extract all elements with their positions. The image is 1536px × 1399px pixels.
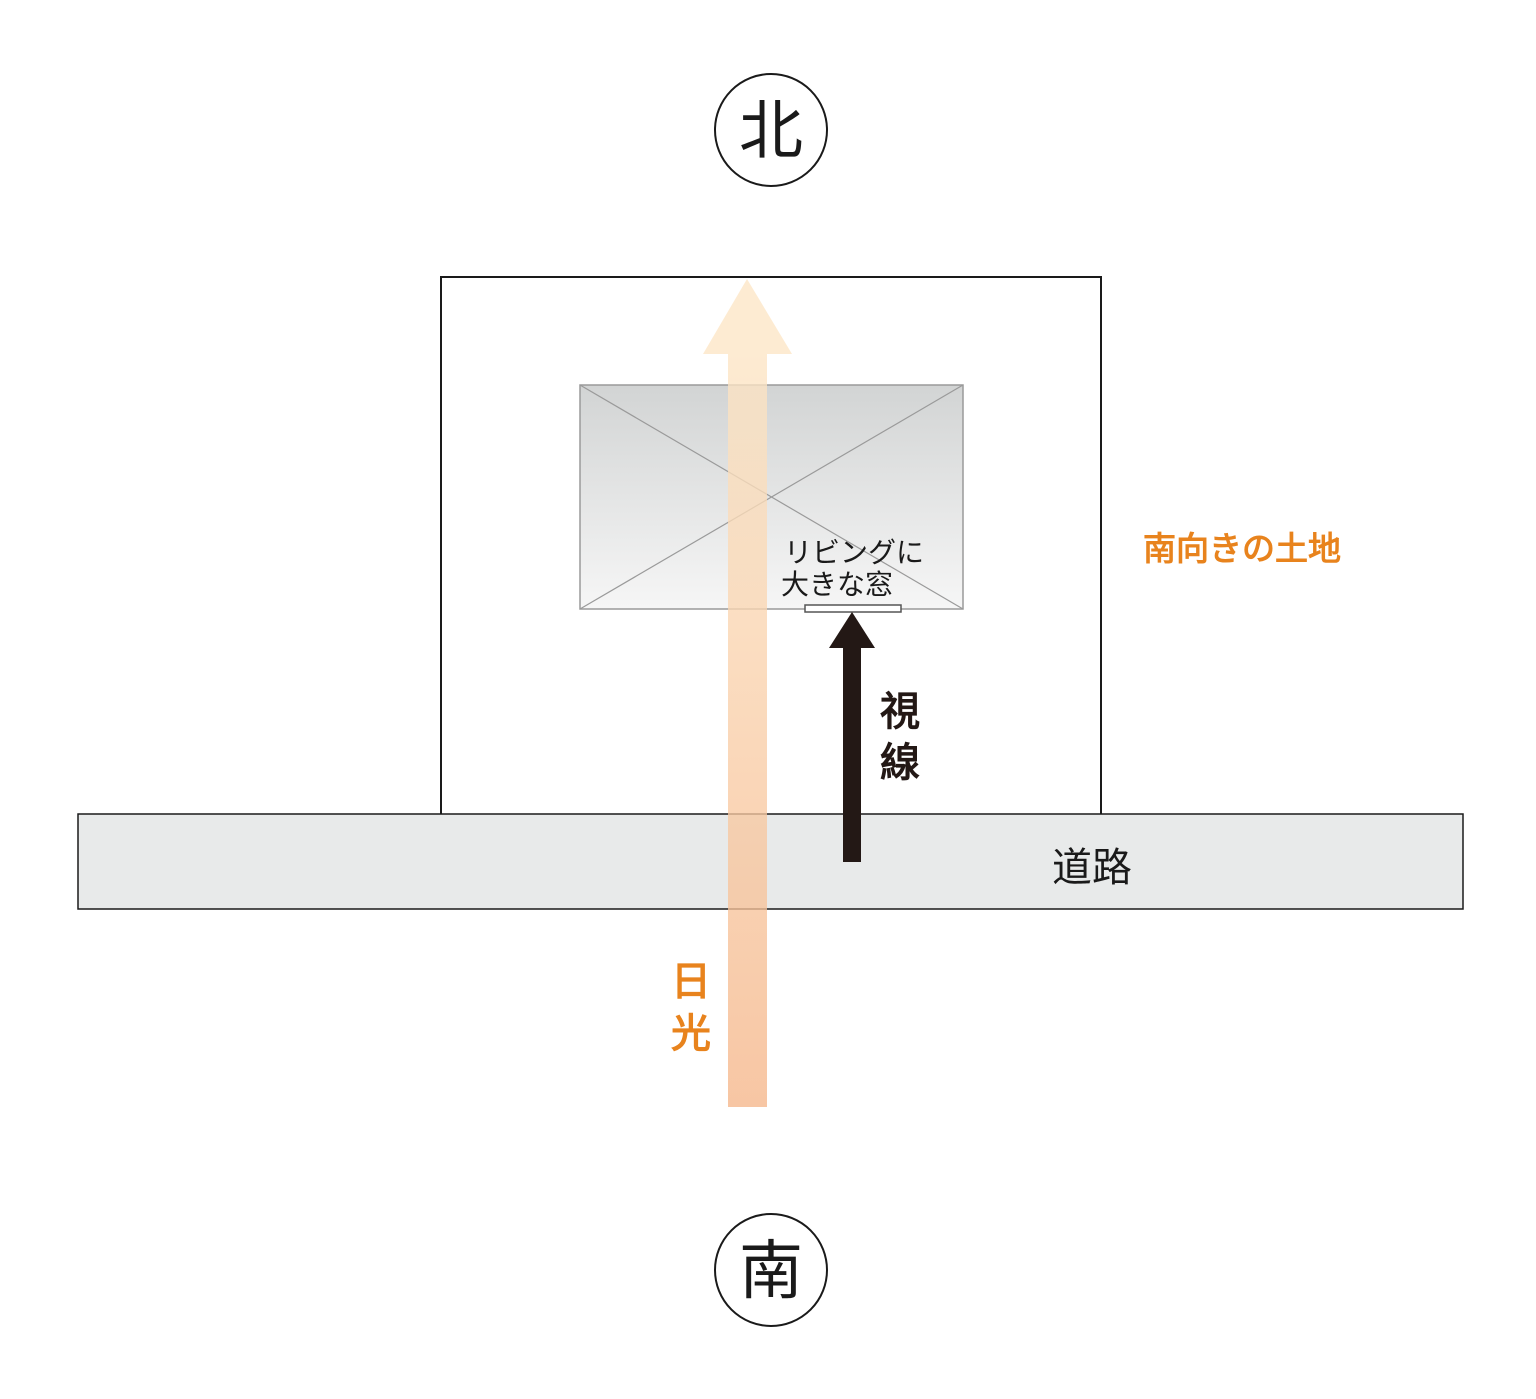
large-window — [804, 604, 902, 613]
land-label: 南向きの土地 — [1143, 529, 1341, 568]
sunlight-arrow — [703, 279, 792, 1107]
sunlight-label-char: 日 — [671, 959, 711, 1005]
house-cross-line — [579, 384, 964, 610]
road — [77, 813, 1464, 910]
sight-label-char: 線 — [880, 740, 920, 786]
north-label: 北 — [739, 95, 803, 169]
house-footprint — [579, 384, 964, 610]
window-label-line: 大きな窓 — [781, 568, 893, 601]
window-label: リビングに 大きな窓 — [781, 536, 933, 601]
south-circle — [714, 1213, 828, 1327]
sunlight-arrow-shaft — [728, 352, 767, 1107]
sight-arrow-shaft — [843, 645, 861, 862]
north-marker: 北 — [714, 73, 828, 187]
north-circle — [714, 73, 828, 187]
sunlight-arrow-head — [703, 279, 792, 354]
line-of-sight-arrow — [829, 612, 875, 862]
road-label: 道路 — [1052, 845, 1132, 891]
window-label-line: リビングに — [784, 536, 924, 569]
south-label: 南 — [739, 1235, 803, 1309]
south-marker: 南 — [714, 1213, 828, 1327]
line-of-sight-label: 視 線 — [880, 689, 934, 786]
sight-label-char: 視 — [880, 689, 920, 735]
sight-arrow-head — [829, 612, 875, 648]
sunlight-label-char: 光 — [671, 1011, 711, 1057]
sunlight-label: 日 光 — [671, 959, 725, 1057]
